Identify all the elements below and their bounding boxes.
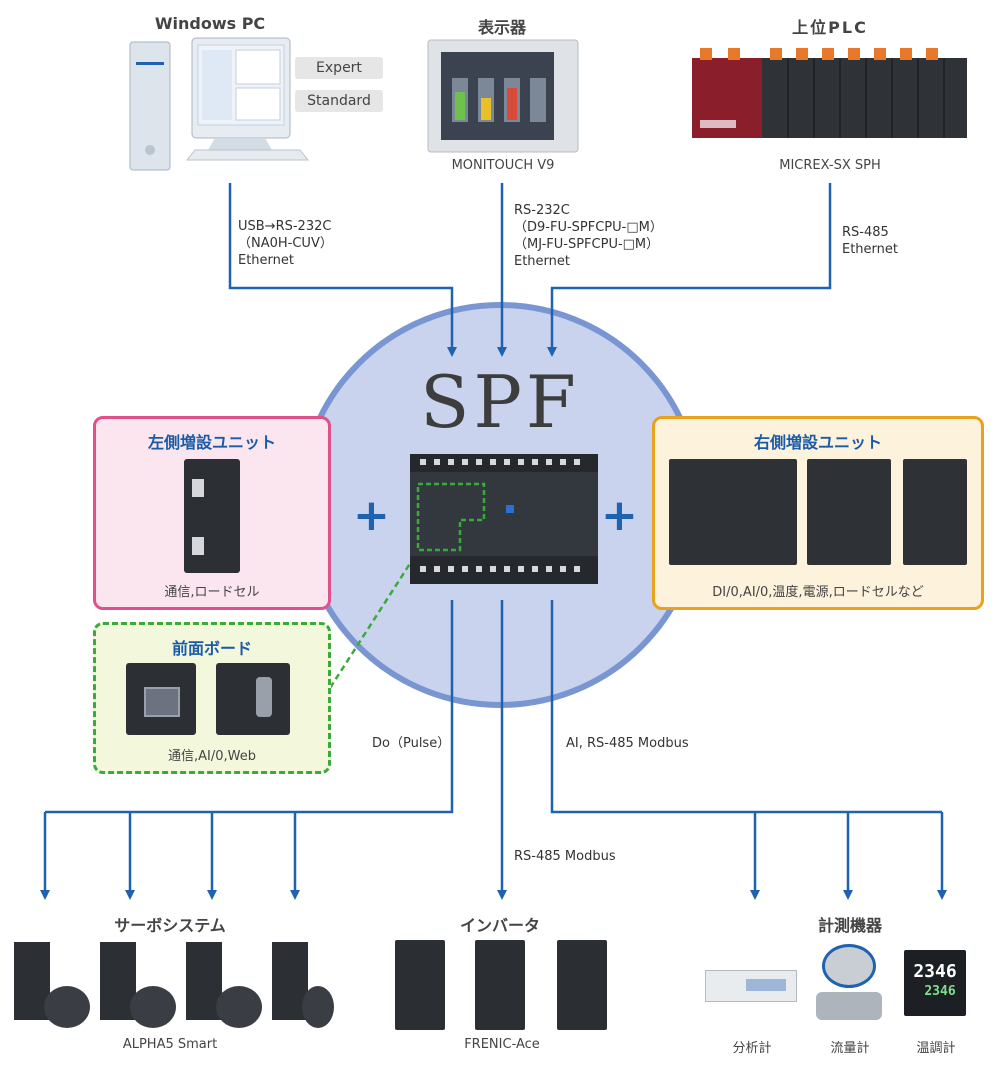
front-board-link (328, 547, 422, 689)
servo-connection-label: Do（Pulse） (372, 736, 451, 751)
left-expansion-caption: 通信,ロードセル (164, 585, 260, 600)
flowmeter-caption: 流量計 (830, 1041, 870, 1056)
display-top-value: 2346 (913, 961, 957, 982)
pc-connection-line (228, 183, 457, 357)
right-expansion-unit-1-image (669, 459, 797, 565)
plus-left: + (353, 490, 390, 541)
plc-caption: MICREX-SX SPH (779, 158, 881, 173)
temperature-controller-caption: 温調計 (916, 1041, 956, 1056)
flowmeter-image (816, 944, 882, 1026)
meters-title: 計測機器 (817, 916, 882, 935)
meters-connection-line (550, 600, 942, 814)
serial-board-image (216, 663, 290, 735)
right-expansion-title: 右側増設ユニット (753, 433, 882, 452)
plc-connection-line (547, 183, 832, 357)
hmi-illustration (427, 39, 579, 153)
analyzer-caption: 分析計 (732, 1041, 772, 1056)
front-board-caption: 通信,AI/0,Web (168, 749, 256, 764)
plc-illustration (692, 48, 967, 138)
ethernet-board-image (126, 663, 196, 735)
plus-right: + (601, 490, 638, 541)
spf-title: SPF (420, 360, 580, 444)
right-expansion-box: 右側増設ユニット DI/0,AI/0,温度,電源,ロードセルなど (652, 416, 984, 610)
inverter-caption: FRENIC-Ace (464, 1037, 540, 1052)
pc-connection-label: USB→RS-232C （NA0H-CUV） Ethernet (238, 219, 333, 268)
hmi-connection-label: RS-232C （D9-FU-SPFCPU-□M） （MJ-FU-SPFCPU-… (514, 203, 663, 269)
hmi-caption: MONITOUCH V9 (451, 158, 555, 173)
servo-connection-line (45, 600, 454, 814)
hmi-title: 表示器 (477, 18, 526, 37)
meters-connection-label: AI, RS-485 Modbus (566, 736, 689, 751)
spf-cpu-illustration (410, 454, 598, 584)
inverter-connection-label: RS-485 Modbus (514, 849, 616, 864)
plc-connection-label: RS-485 Ethernet (842, 225, 898, 257)
right-expansion-unit-2-image (807, 459, 891, 565)
inverter-images (395, 940, 615, 1032)
front-board-box: 前面ボード 通信,AI/0,Web (93, 622, 331, 774)
front-board-title: 前面ボード (171, 639, 252, 658)
left-expansion-title: 左側増設ユニット (147, 433, 276, 452)
pc-title: Windows PC (154, 14, 266, 33)
display-bottom-value: 2346 (924, 984, 956, 999)
windows-pc-illustration (129, 37, 310, 171)
plc-title: 上位PLC (792, 18, 868, 37)
inverter-title: インバータ (459, 916, 540, 935)
expert-tag: Expert (295, 57, 383, 79)
left-expansion-unit-image (184, 459, 240, 573)
right-expansion-caption: DI/0,AI/0,温度,電源,ロードセルなど (712, 585, 924, 600)
servo-title: サーボシステム (114, 916, 226, 935)
temperature-controller-image: 2346 2346 (904, 950, 966, 1016)
servo-caption: ALPHA5 Smart (122, 1037, 218, 1052)
left-expansion-box: 左側増設ユニット 通信,ロードセル (93, 416, 331, 610)
analyzer-image (705, 970, 797, 1002)
standard-tag: Standard (295, 90, 383, 112)
right-expansion-unit-3-image (903, 459, 967, 565)
servo-images (14, 942, 334, 1032)
